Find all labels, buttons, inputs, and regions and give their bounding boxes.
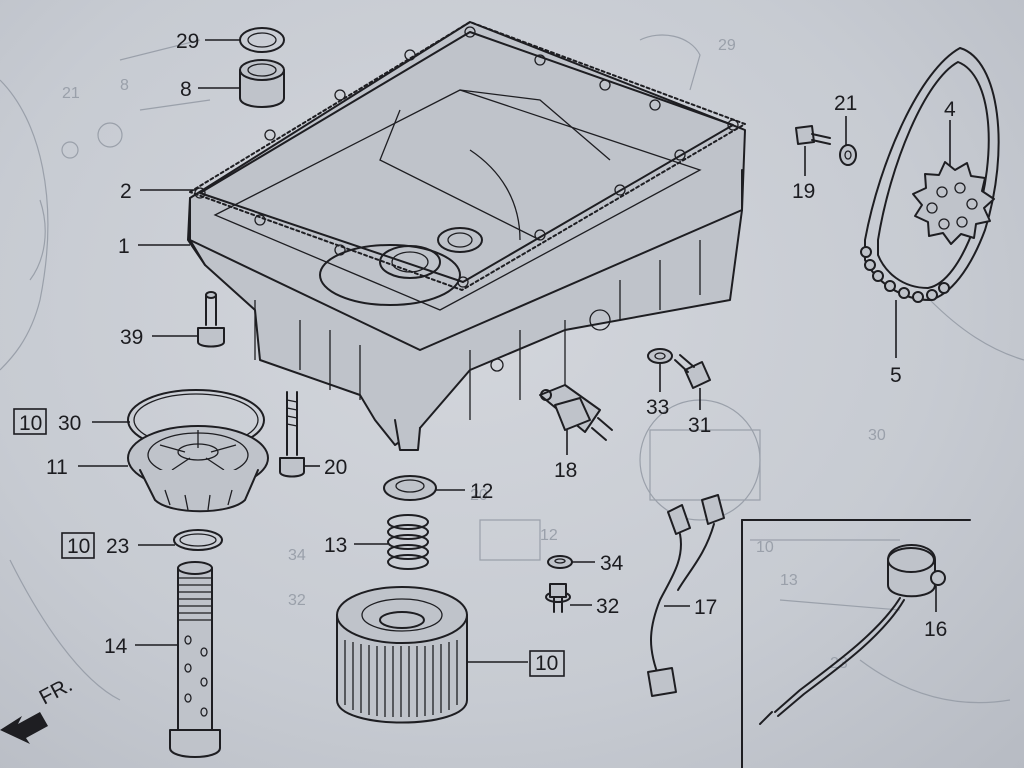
front-direction-arrow: FR. xyxy=(0,673,76,744)
inset-panel xyxy=(741,519,971,768)
part-label-16: 16 xyxy=(924,618,947,641)
filter-pleats xyxy=(344,640,458,717)
part-label-14: 14 xyxy=(104,635,128,658)
ref-box xyxy=(529,650,565,677)
oil-filter-10 xyxy=(336,586,468,724)
part-label-2: 2 xyxy=(120,180,132,203)
part-label-23: 23 xyxy=(106,535,129,558)
ghost-text: 34 xyxy=(288,547,306,564)
part-label-1: 1 xyxy=(118,235,130,258)
bolt-32 xyxy=(545,583,571,613)
oil-pump-sprocket-4 xyxy=(912,161,995,245)
ghost-text: 30 xyxy=(868,427,886,444)
washer-33 xyxy=(647,348,673,364)
part-label-39: 39 xyxy=(120,326,143,349)
part-label-8: 8 xyxy=(180,78,192,101)
ref-box xyxy=(61,532,95,559)
part-label-20: 20 xyxy=(324,456,347,479)
part-label-11: 11 xyxy=(46,456,68,479)
part-label-18: 18 xyxy=(554,459,577,482)
part-label-10: 10 xyxy=(535,652,558,675)
o-ring-23 xyxy=(173,529,223,551)
ghost-text: 10 xyxy=(756,539,774,556)
part-label-5: 5 xyxy=(890,364,902,387)
part-label-17: 17 xyxy=(694,596,717,619)
collar-8 xyxy=(239,59,285,108)
oil-pan xyxy=(187,21,746,451)
leader-lines xyxy=(78,39,951,663)
part-label-19: 19 xyxy=(792,180,815,203)
part-labels: 29 8 2 1 39 30 11 23 14 20 12 13 10 34 3… xyxy=(46,30,956,675)
part-label-33: 33 xyxy=(646,396,669,419)
ghost-text: 21 xyxy=(62,85,80,102)
washer-29 xyxy=(239,27,285,53)
boxed-ref-23: 10 xyxy=(67,535,90,558)
oil-pan-gasket xyxy=(189,21,746,291)
part-label-29: 29 xyxy=(176,30,199,53)
part-label-13: 13 xyxy=(324,534,347,557)
bolt-39 xyxy=(197,291,225,348)
part-label-32: 32 xyxy=(596,595,619,618)
boxed-ref-30: 10 xyxy=(19,412,42,435)
part-label-31: 31 xyxy=(688,414,711,437)
washer-34 xyxy=(547,555,573,569)
chain-links xyxy=(860,246,950,303)
reverse-page-ghost: 29 8 21 10 30 12 34 32 20 13 23 xyxy=(0,34,1024,704)
ghost-text: 23 xyxy=(830,655,848,672)
drive-chain-5 xyxy=(860,47,1000,303)
part-label-12: 12 xyxy=(470,480,493,503)
oil-temp-sensor-harness-17 xyxy=(647,494,725,697)
gasket-bolt-holes xyxy=(194,26,739,288)
front-label: FR. xyxy=(36,673,77,709)
ref-box xyxy=(13,408,47,435)
washer-12 xyxy=(383,475,437,501)
boxed-references: 10 10 xyxy=(13,408,565,677)
washer-21 xyxy=(839,144,857,166)
ghost-text: 12 xyxy=(540,527,558,544)
part-label-4: 4 xyxy=(944,98,956,121)
part-label-21: 21 xyxy=(834,92,857,115)
relief-pipe-14 xyxy=(169,561,221,758)
ghost-text: 8 xyxy=(120,77,129,94)
oil-level-switch-16 xyxy=(759,544,946,725)
part-label-30: 30 xyxy=(58,412,81,435)
oil-pressure-switch-18 xyxy=(539,384,613,441)
bolt-20 xyxy=(279,391,305,478)
ghost-text: 29 xyxy=(718,37,736,54)
spring-13 xyxy=(387,514,429,570)
ghost-text: 13 xyxy=(780,572,798,589)
oil-strainer-11 xyxy=(127,425,269,513)
bolt-19 xyxy=(795,125,831,145)
part-label-34: 34 xyxy=(600,552,624,575)
ghost-text: 20 xyxy=(470,487,488,504)
bolt-31 xyxy=(674,354,711,389)
ghost-text: 32 xyxy=(288,592,306,609)
